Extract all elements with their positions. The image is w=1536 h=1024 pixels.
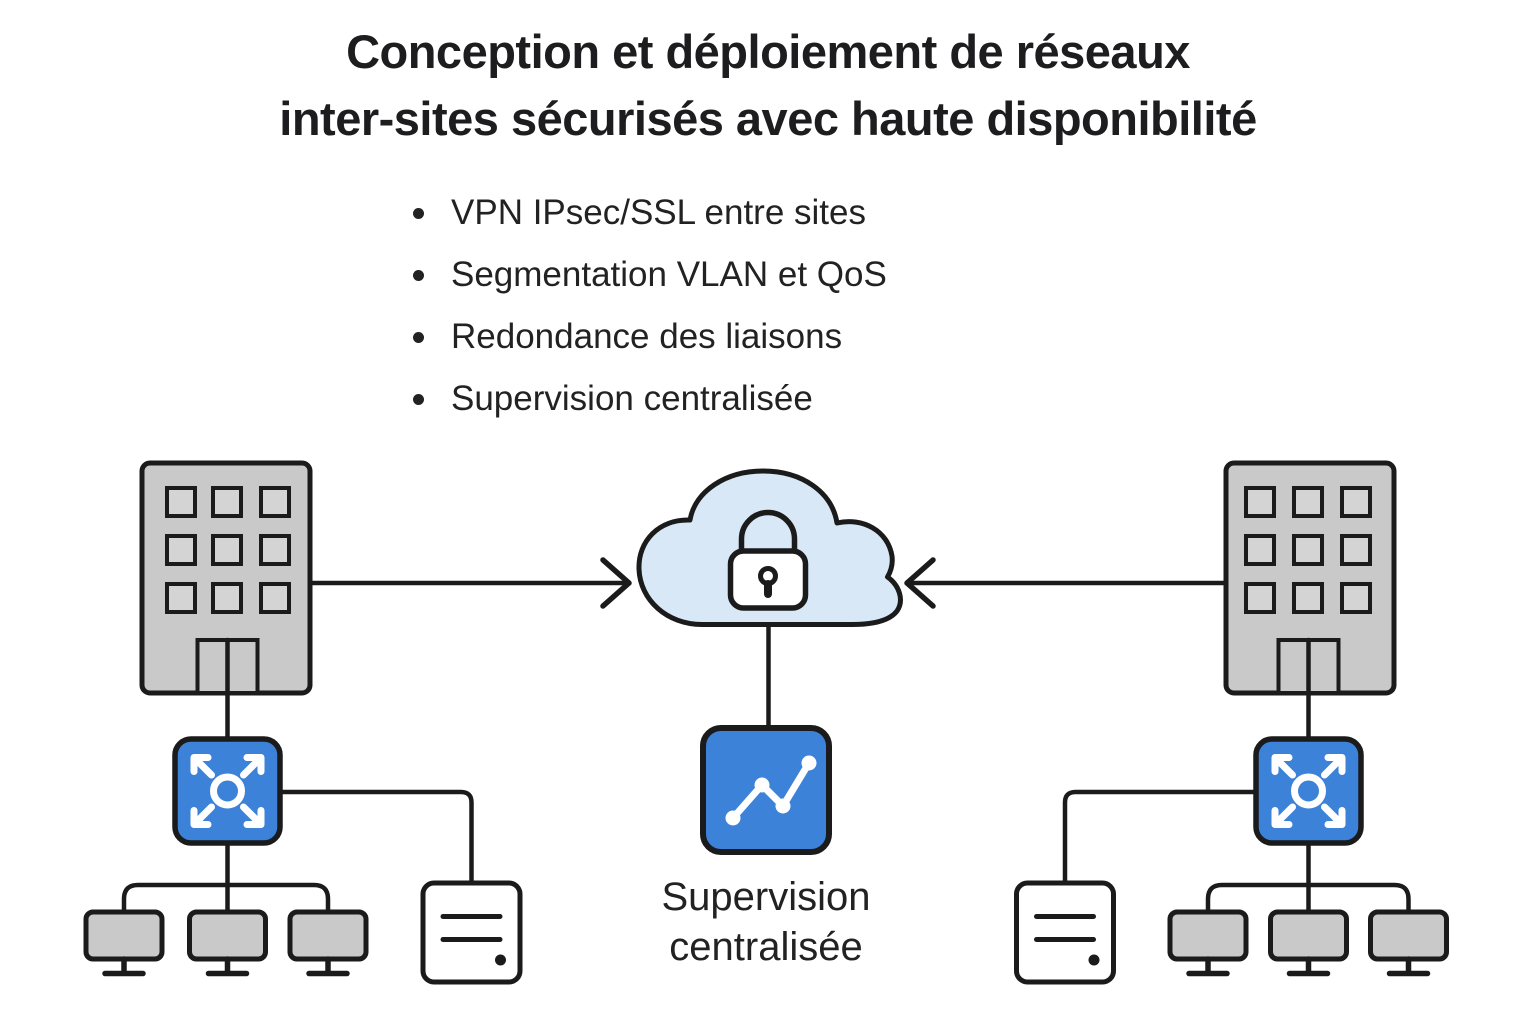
supervision-label: Supervision centralisée: [566, 872, 966, 972]
server-led: [495, 954, 506, 966]
bullet-dot: [413, 208, 424, 219]
list-item: Segmentation VLAN et QoS: [413, 244, 887, 306]
lan-bus-left: [121, 882, 331, 916]
page-title: Conception et déploiement de réseaux int…: [0, 18, 1536, 152]
lan-bus-right: [1205, 882, 1411, 916]
bullet-dot: [413, 270, 424, 281]
cloud-shape: [636, 468, 903, 627]
page-title-line2: inter-sites sécurisés avec haute disponi…: [279, 92, 1257, 145]
bullet-dot: [413, 394, 424, 405]
vpn-link-right: [904, 557, 1229, 609]
workstation-icon: [83, 909, 165, 977]
switch-icon: [172, 736, 283, 846]
server-icon: [420, 880, 523, 985]
supervision-label-line2: centralisée: [669, 925, 863, 969]
line-chart-glyph: [729, 759, 813, 822]
switch-icon: [1253, 736, 1364, 846]
switch-server-link-right: [1062, 789, 1259, 886]
workstation-icon: [1368, 909, 1449, 977]
arrow-right-icon: [600, 557, 632, 609]
vpn-link-left: [307, 557, 632, 609]
list-item-label: VPN IPsec/SSL entre sites: [451, 193, 866, 232]
arrow-left-icon: [904, 557, 936, 609]
padlock-shackle: [738, 509, 798, 555]
workstation-icon: [1167, 909, 1249, 977]
monitoring-icon: [700, 725, 832, 855]
secure-cloud-icon: [636, 468, 903, 627]
building-icon: [1223, 460, 1397, 696]
building-icon: [139, 460, 313, 696]
server-led: [1088, 954, 1100, 966]
padlock-icon: [727, 509, 809, 611]
list-item-label: Supervision centralisée: [451, 379, 813, 418]
workstation-icon: [1268, 909, 1349, 977]
list-item: VPN IPsec/SSL entre sites: [413, 182, 887, 244]
switch-server-link-left: [277, 789, 474, 886]
list-item-label: Segmentation VLAN et QoS: [451, 255, 887, 294]
feature-list: VPN IPsec/SSL entre sites Segmentation V…: [413, 182, 887, 430]
list-item-label: Redondance des liaisons: [451, 317, 843, 356]
workstation-icon: [287, 909, 369, 977]
supervision-label-line1: Supervision: [661, 875, 871, 919]
page-title-line1: Conception et déploiement de réseaux: [346, 25, 1190, 78]
server-icon: [1014, 880, 1116, 985]
workstation-icon: [187, 909, 268, 977]
list-item: Redondance des liaisons: [413, 306, 887, 368]
bullet-dot: [413, 332, 424, 343]
list-item: Supervision centralisée: [413, 368, 887, 430]
